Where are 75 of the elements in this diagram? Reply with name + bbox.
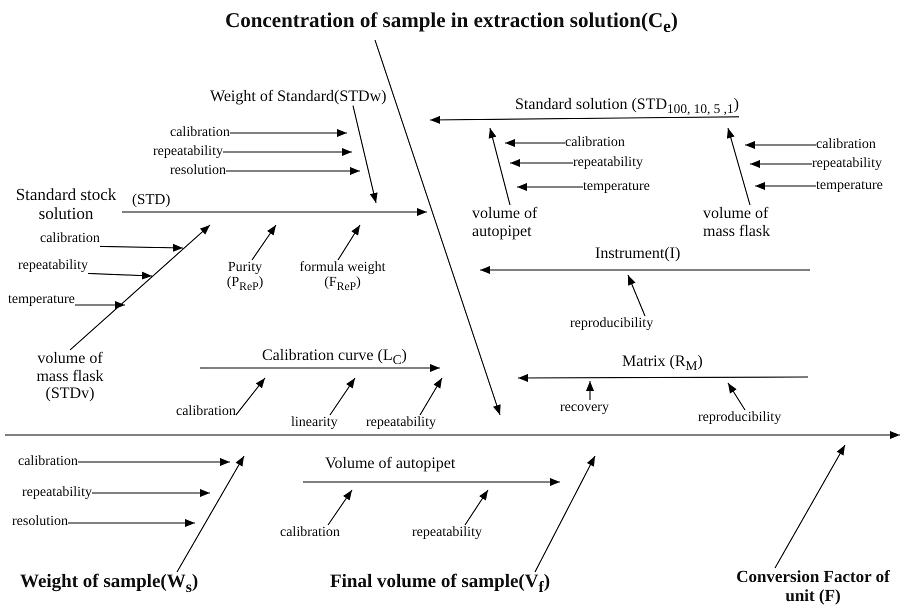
arrow — [176, 456, 244, 572]
effect-label: Weight of sample(W$_{s}$) — [20, 572, 198, 596]
cause-label: repeatability — [812, 156, 882, 172]
arrow — [510, 159, 573, 167]
category-label: Volume of autopipet — [325, 455, 456, 473]
cause-label: volume of mass flask — [35, 350, 105, 386]
arrow — [330, 378, 356, 416]
arrow — [505, 139, 565, 147]
effect-label: Final volume of sample(V$_{f}$) — [330, 572, 550, 596]
arrow — [750, 160, 812, 168]
arrow — [774, 444, 846, 568]
abbreviation-label: (STDv) — [44, 385, 96, 403]
arrow — [534, 456, 596, 572]
category-label: Matrix (R$_{M}$) — [622, 353, 703, 374]
category-label: Standard solution (STD$_{100, 10, 5 ,1}$) — [515, 96, 739, 117]
cause-label: formula weight (F$_{ReP}$) — [285, 260, 400, 294]
cause-label: temperature — [8, 292, 75, 308]
cause-label: linearity — [291, 415, 338, 430]
arrow — [252, 224, 276, 260]
arrow — [226, 167, 360, 175]
arrow — [74, 301, 125, 309]
arrow — [88, 272, 152, 280]
arrow — [352, 105, 378, 204]
cause-label: resolution — [170, 163, 226, 178]
cause-label: temperature — [583, 179, 650, 194]
category-label: Standard stock solution — [14, 186, 118, 224]
cause-label: calibration — [280, 525, 340, 540]
cause-label: calibration — [816, 137, 876, 152]
arrow — [70, 224, 210, 350]
cause-label: volume of mass flask — [703, 205, 798, 240]
cause-label: reproducibility — [698, 410, 782, 426]
cause-label: calibration — [18, 454, 78, 470]
cause-label: repeatability — [22, 485, 92, 500]
cause-label: repeatability — [153, 144, 223, 160]
cause-label: repeatability — [366, 415, 436, 430]
cause-label: calibration — [176, 404, 236, 420]
arrow — [223, 148, 352, 156]
cause-label: repeatability — [412, 525, 482, 540]
cause-label: Purity (P$_{ReP}$) — [215, 260, 275, 294]
arrow — [420, 378, 442, 416]
effect-label: Conversion Factor of unit (F) — [726, 568, 900, 606]
arrow — [100, 244, 184, 252]
arrow — [78, 458, 230, 466]
arrow — [430, 116, 739, 124]
category-label: Calibration curve (L$_{C}$) — [262, 347, 407, 368]
cause-label: resolution — [12, 514, 68, 530]
category-label: Instrument(I) — [595, 245, 680, 263]
arrow — [230, 129, 347, 137]
cause-label: volume of autopipet — [472, 205, 567, 240]
arrow — [122, 208, 427, 216]
arrow — [328, 490, 352, 526]
cause-label: repeatability — [18, 258, 88, 274]
cause-label: temperature — [816, 178, 883, 194]
cause-label: calibration — [565, 135, 625, 150]
diagram-title: Concentration of sample in extraction solution(C$_{e}$) — [225, 8, 678, 32]
cause-label: recovery — [560, 400, 609, 416]
arrow — [628, 274, 646, 316]
cause-label: repeatability — [573, 155, 643, 170]
arrow — [726, 128, 751, 206]
arrow — [68, 519, 195, 527]
arrow — [464, 490, 488, 526]
abbreviation-label: (STD) — [132, 192, 170, 208]
cause-label: reproducibility — [570, 316, 654, 332]
arrow — [235, 378, 266, 416]
arrow — [586, 381, 594, 400]
arrow — [488, 128, 511, 206]
arrow — [517, 183, 583, 191]
arrow — [92, 489, 210, 497]
arrow — [728, 382, 746, 410]
arrow — [755, 182, 816, 190]
category-label: Weight of Standard(STDw) — [210, 88, 386, 106]
arrow — [338, 224, 360, 260]
cause-label: calibration — [40, 231, 100, 246]
cause-label: calibration — [170, 125, 230, 140]
arrow — [745, 141, 816, 149]
